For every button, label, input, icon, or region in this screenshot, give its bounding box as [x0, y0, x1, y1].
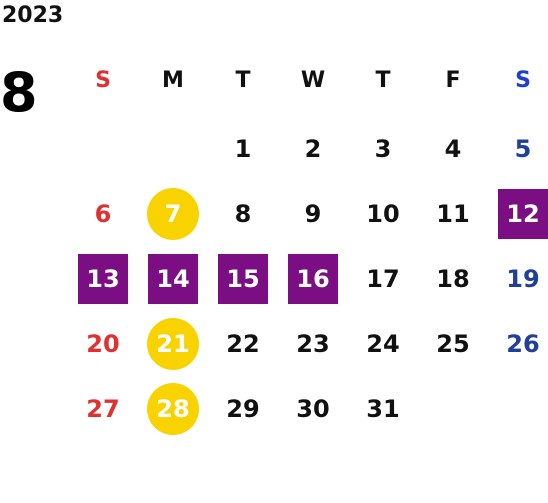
weekday-wednesday: W — [300, 68, 326, 93]
day-number: 21 — [147, 318, 199, 370]
month-number: 8 — [0, 61, 38, 124]
day-cell[interactable]: 20 — [68, 319, 138, 369]
year-label: 2023 — [2, 3, 64, 28]
day-number: 13 — [78, 254, 128, 304]
day-cell[interactable]: 29 — [208, 384, 278, 434]
day-number: 12 — [498, 189, 548, 239]
day-number: 23 — [296, 330, 330, 358]
weekday-friday: F — [445, 68, 461, 93]
day-number: 19 — [506, 265, 540, 293]
day-cell[interactable]: 16 — [278, 254, 348, 304]
day-number: 18 — [436, 265, 470, 293]
day-cell[interactable]: 10 — [348, 189, 418, 239]
day-number: 14 — [148, 254, 198, 304]
day-cell[interactable]: 12 — [488, 189, 548, 239]
day-number: 30 — [296, 395, 330, 423]
day-number: 2 — [304, 135, 322, 163]
day-number: 3 — [374, 135, 392, 163]
day-cell[interactable]: 4 — [418, 124, 488, 174]
day-number: 27 — [86, 395, 120, 423]
day-number: 20 — [86, 330, 120, 358]
day-number: 11 — [436, 200, 470, 228]
day-number: 25 — [436, 330, 470, 358]
day-cell[interactable]: 7 — [138, 188, 208, 240]
day-cell[interactable]: 11 — [418, 189, 488, 239]
weekday-monday: M — [162, 68, 184, 93]
weekday-sunday: S — [95, 68, 111, 93]
day-number: 22 — [226, 330, 260, 358]
day-cell[interactable]: 26 — [488, 319, 548, 369]
day-number: 1 — [234, 135, 252, 163]
day-number: 29 — [226, 395, 260, 423]
weekday-tuesday: T — [235, 68, 251, 93]
day-number: 5 — [514, 135, 532, 163]
day-number: 9 — [304, 200, 322, 228]
weekday-saturday: S — [515, 68, 531, 93]
day-cell[interactable]: 13 — [68, 254, 138, 304]
day-cell[interactable]: 15 — [208, 254, 278, 304]
day-cell[interactable]: 23 — [278, 319, 348, 369]
day-cell[interactable]: 1 — [208, 124, 278, 174]
day-cell[interactable]: 22 — [208, 319, 278, 369]
day-cell[interactable]: 14 — [138, 254, 208, 304]
day-cell[interactable]: 19 — [488, 254, 548, 304]
day-cell[interactable]: 5 — [488, 124, 548, 174]
day-cell[interactable]: 24 — [348, 319, 418, 369]
day-cell[interactable]: 25 — [418, 319, 488, 369]
day-number: 7 — [147, 188, 199, 240]
day-number: 6 — [94, 200, 112, 228]
day-cell[interactable]: 21 — [138, 318, 208, 370]
day-number: 10 — [366, 200, 400, 228]
day-cell[interactable]: 31 — [348, 384, 418, 434]
day-cell[interactable]: 8 — [208, 189, 278, 239]
day-cell[interactable]: 17 — [348, 254, 418, 304]
day-number: 17 — [366, 265, 400, 293]
day-number: 26 — [506, 330, 540, 358]
day-number: 4 — [444, 135, 462, 163]
day-number: 28 — [147, 383, 199, 435]
day-cell[interactable]: 6 — [68, 189, 138, 239]
day-cell[interactable]: 2 — [278, 124, 348, 174]
day-cell[interactable]: 3 — [348, 124, 418, 174]
day-number: 8 — [234, 200, 252, 228]
day-number: 31 — [366, 395, 400, 423]
day-number: 15 — [218, 254, 268, 304]
day-cell[interactable]: 18 — [418, 254, 488, 304]
day-cell[interactable]: 30 — [278, 384, 348, 434]
day-cell[interactable]: 9 — [278, 189, 348, 239]
day-cell[interactable]: 28 — [138, 383, 208, 435]
day-number: 24 — [366, 330, 400, 358]
weekday-thursday: T — [375, 68, 391, 93]
day-number: 16 — [288, 254, 338, 304]
day-cell[interactable]: 27 — [68, 384, 138, 434]
